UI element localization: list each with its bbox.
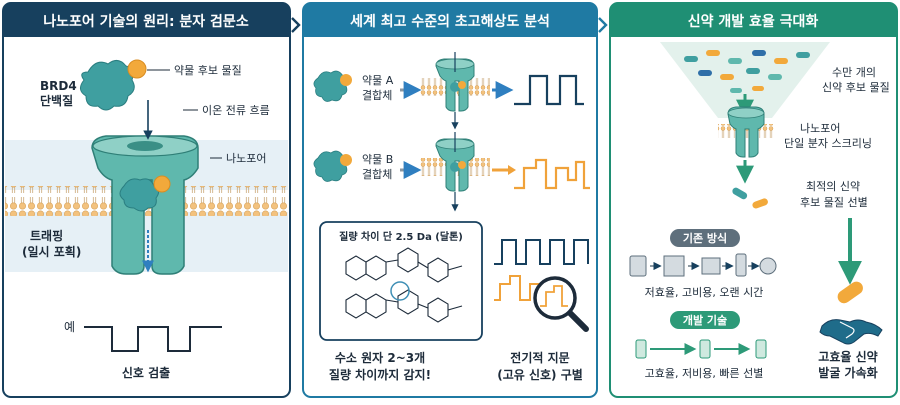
label-select-line1: 최적의 신약 <box>806 179 860 193</box>
result-capsule-icon <box>837 281 863 304</box>
signal-trace-b <box>514 158 590 190</box>
label-drug-candidate: 약물 후보 물질 <box>174 63 242 77</box>
caption-left-line1: 수소 원자 2~3개 <box>335 350 425 365</box>
label-nanopore: 나노포어 <box>226 152 266 165</box>
panel1-title: 나노포어 기술의 원리: 분자 검문소 <box>43 13 249 30</box>
label-signal-detect: 신호 검출 <box>122 365 170 380</box>
panel1-header <box>3 3 290 37</box>
label-many-candidates-line1: 수만 개의 <box>832 66 876 79</box>
label-drug-a-line1: 약물 A <box>362 73 394 87</box>
drug-b-protein-icon <box>313 150 348 182</box>
selected-capsules-icon <box>732 187 768 209</box>
panel3-header <box>610 3 897 37</box>
difference-highlight-circle <box>390 281 410 301</box>
panel-principle: 나노포어 기술의 원리: 분자 검문소 약물 후보 물질 BRD4 단백질 이온… <box>2 2 291 398</box>
panel2-header <box>303 3 597 37</box>
pill-old-label: 기존 방식 <box>683 231 727 245</box>
new-workflow-icons <box>635 339 767 359</box>
label-drug-a-line2: 결합체 <box>362 89 392 102</box>
inset-title: 질량 차이 단 2.5 Da (달톤) <box>339 230 463 243</box>
signal-trace <box>84 326 222 352</box>
drug-candidate-free-icon <box>127 59 147 79</box>
magnified-trace <box>540 285 568 307</box>
pill-new-method <box>670 311 740 329</box>
caption-right-line2: (고유 신호) 구별 <box>497 367 583 382</box>
screening-pore-icon <box>718 106 774 158</box>
label-trapping-line2: (일시 포획) <box>22 244 81 259</box>
label-brd4-line2: 단백질 <box>40 93 73 108</box>
magnifier-icon <box>533 276 577 320</box>
pore-b-drug-icon <box>458 161 466 169</box>
molecular-structure-icon <box>345 247 463 323</box>
fingerprint-trace-a <box>494 239 589 265</box>
pore-b-protein-icon <box>450 162 460 172</box>
trapped-protein-icon <box>119 178 160 212</box>
label-screening-line1: 나노포어 <box>800 122 840 135</box>
label-drug-b-line2: 결합체 <box>362 168 392 181</box>
old-method-description: 저효율, 고비용, 오랜 시간 <box>645 286 764 299</box>
drug-b-icon <box>340 154 352 166</box>
chevron-right-icon <box>291 17 301 33</box>
chevron-right-icon <box>598 17 608 33</box>
handshake-icon <box>819 319 883 345</box>
drug-a-protein-icon <box>313 70 348 102</box>
signal-trace-a <box>514 74 584 106</box>
label-trapping-line1: 트래핑 <box>30 228 63 243</box>
label-result-line2: 발굴 가속화 <box>818 365 877 380</box>
caption-right-line1: 전기적 지문 <box>510 350 569 365</box>
brd4-protein-free-icon <box>80 60 135 111</box>
label-drug-b-line1: 약물 B <box>362 152 393 166</box>
label-example: 예 <box>64 320 75 334</box>
candidate-capsules-icon <box>684 50 810 93</box>
panel2-title: 세계 최고 수준의 초고해상도 분석 <box>350 13 550 30</box>
pore-a-drug-icon <box>458 81 466 89</box>
panel3-title: 신약 개발 효율 극대화 <box>688 13 819 30</box>
label-result-line1: 고효율 신약 <box>818 349 877 364</box>
mass-difference-inset <box>319 221 483 341</box>
nanopore-channel-icon <box>91 135 199 275</box>
pill-old-method <box>670 229 740 247</box>
label-brd4-line1: BRD4 <box>40 79 77 93</box>
caption-left-line2: 질량 차이까지 감지! <box>329 367 431 382</box>
trapped-drug-icon <box>153 175 171 193</box>
label-select-line2: 후보 물질 선별 <box>800 196 868 209</box>
new-method-description: 고효율, 저비용, 빠른 선별 <box>645 367 764 380</box>
magnifier-handle <box>567 310 589 332</box>
label-many-candidates-line2: 신약 후보 물질 <box>822 80 890 94</box>
panel-efficiency: 신약 개발 효율 극대화 수만 개의 신약 후보 물질 나노포어 단일 분 <box>609 2 898 398</box>
arrow-head-b <box>508 165 516 175</box>
label-ion-flow: 이온 전류 흐름 <box>202 104 270 117</box>
drug-a-icon <box>340 74 352 86</box>
pill-new-label: 개발 기술 <box>683 313 727 327</box>
pore-a-protein-icon <box>450 82 460 92</box>
panel-resolution: 세계 최고 수준의 초고해상도 분석 약물 A 결합체 약물 B 결합체 <box>302 2 598 398</box>
old-workflow-icons <box>629 253 777 277</box>
label-screening-line2: 단일 분자 스크리닝 <box>784 136 872 150</box>
